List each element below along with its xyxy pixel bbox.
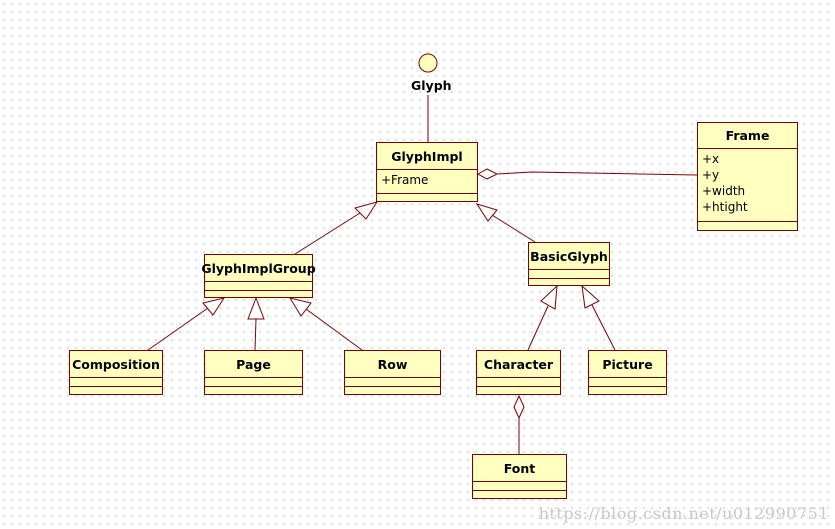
- class-name: Character: [477, 351, 560, 378]
- attributes-compartment: +x +y +width +htight: [698, 149, 797, 222]
- class-name: Row: [345, 351, 440, 378]
- generalization-line-glyphimplgroup: [294, 212, 361, 255]
- attributes-compartment: [477, 378, 560, 387]
- generalization-line-row: [305, 308, 363, 351]
- attribute-frame: +Frame: [381, 173, 429, 187]
- class-name: Picture: [589, 351, 666, 378]
- class-composition[interactable]: Composition: [69, 350, 163, 395]
- class-page[interactable]: Page: [204, 350, 303, 395]
- aggregation-line-frame-glyphimpl: [496, 171, 698, 176]
- class-glyphimpl[interactable]: GlyphImpl +Frame: [376, 142, 478, 202]
- attributes-compartment: [70, 378, 162, 387]
- generalization-arrow-row: [288, 297, 312, 317]
- class-name: Composition: [70, 351, 162, 378]
- watermark-url: https://blog.csdn.net/u012990751: [538, 504, 829, 523]
- attribute-htight: +htight: [702, 200, 748, 214]
- attribute-y: +y: [702, 168, 720, 182]
- glyph-interface-circle: [418, 53, 438, 73]
- class-picture[interactable]: Picture: [588, 350, 667, 395]
- attributes-compartment: [205, 282, 312, 291]
- attributes-compartment: [473, 482, 566, 491]
- class-basicglyph[interactable]: BasicGlyph: [528, 242, 610, 286]
- attributes-compartment: [589, 378, 666, 387]
- generalization-line-basicglyph: [491, 214, 536, 243]
- class-name: Frame: [698, 123, 797, 149]
- attributes-compartment: +Frame: [377, 170, 477, 194]
- class-font[interactable]: Font: [472, 454, 567, 499]
- generalization-line-character: [527, 305, 549, 351]
- generalization-line-picture: [591, 304, 616, 351]
- aggregation-diamond-glyphimpl: [476, 168, 499, 180]
- generalization-line-composition: [147, 307, 209, 351]
- class-name: Font: [473, 455, 566, 482]
- class-name: GlyphImpl: [377, 143, 477, 170]
- class-character[interactable]: Character: [476, 350, 561, 395]
- class-name: GlyphImplGroup: [201, 255, 316, 282]
- class-row[interactable]: Row: [344, 350, 441, 395]
- attribute-width: +width: [702, 184, 746, 198]
- attributes-compartment: [205, 378, 302, 387]
- generalization-arrow-basicglyph: [475, 203, 498, 222]
- class-frame[interactable]: Frame +x +y +width +htight: [697, 122, 798, 231]
- attributes-compartment: [529, 270, 609, 279]
- aggregation-diamond-character: [513, 394, 525, 420]
- class-name: Page: [205, 351, 302, 378]
- attributes-compartment: [345, 378, 440, 387]
- class-glyphimplgroup[interactable]: GlyphImplGroup: [201, 254, 316, 298]
- glyph-interface-label: Glyph: [411, 78, 452, 93]
- generalization-arrow-glyphimplgroup: [354, 201, 379, 220]
- generalization-line-page: [254, 318, 257, 351]
- generalization-arrow-page: [247, 296, 265, 320]
- attribute-x: +x: [702, 152, 720, 166]
- generalization-arrow-character: [540, 284, 558, 310]
- class-name: BasicGlyph: [529, 243, 609, 270]
- generalization-arrow-composition: [202, 297, 226, 316]
- generalization-arrow-picture: [581, 284, 600, 309]
